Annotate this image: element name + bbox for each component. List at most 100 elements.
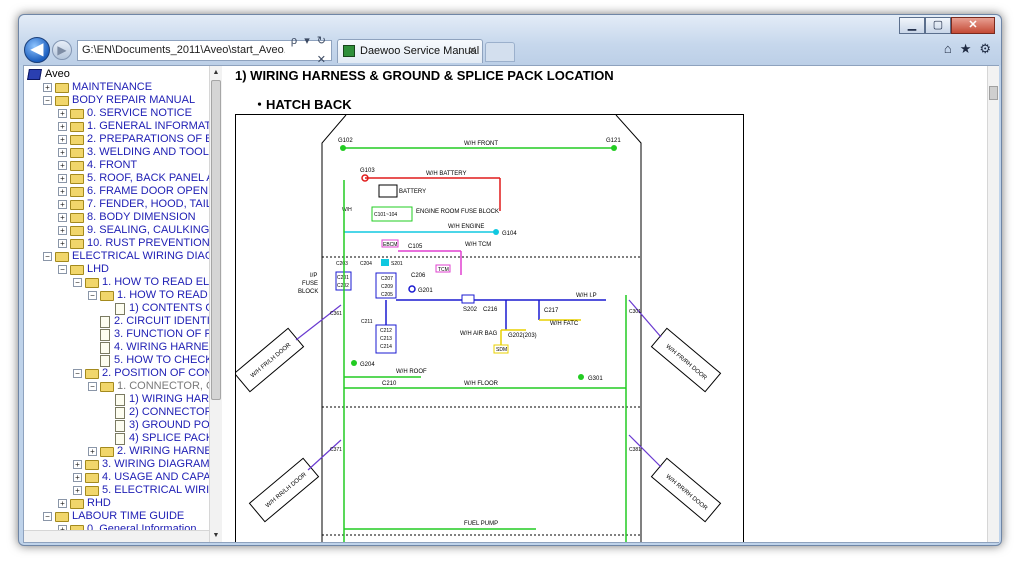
tree-item[interactable]: −1. HOW TO READ ELE(	[88, 289, 221, 302]
folder-icon	[70, 134, 84, 145]
tree-item[interactable]: +1. GENERAL INFORMATION	[58, 120, 221, 133]
connector-stack-lower	[375, 324, 397, 354]
collapse-icon[interactable]: −	[73, 369, 82, 378]
address-controls[interactable]: ρ ▾ ↻ ✕	[290, 34, 328, 66]
expand-icon[interactable]: +	[73, 473, 82, 482]
s202-splice	[461, 294, 475, 304]
collapse-icon[interactable]: −	[43, 96, 52, 105]
expand-icon[interactable]: +	[58, 226, 67, 235]
tree-item[interactable]: 2. CIRCUIT IDENTIFICA	[88, 315, 221, 328]
new-tab-button[interactable]	[485, 42, 515, 62]
label-c212: C212	[380, 328, 392, 334]
scroll-down-icon[interactable]: ▼	[212, 532, 220, 539]
label-c101: C101~104	[374, 212, 397, 218]
folder-icon	[100, 381, 114, 392]
tree-item[interactable]: − ELECTRICAL WIRING DIAGRAMS	[43, 250, 221, 263]
tree-item[interactable]: +5. ROOF, BACK PANEL AND I	[58, 172, 221, 185]
home-icon[interactable]: ⌂	[943, 41, 952, 56]
folder-icon	[85, 485, 99, 496]
expand-icon[interactable]: +	[58, 135, 67, 144]
scroll-up-icon[interactable]: ▲	[212, 69, 220, 76]
collapse-icon[interactable]: −	[43, 252, 52, 261]
tree-item[interactable]: +10. RUST PREVENTION	[58, 237, 210, 250]
tree-item[interactable]: 4. WIRING HARNESS (	[88, 341, 221, 354]
maximize-button[interactable]: ▢	[925, 17, 951, 34]
expand-icon[interactable]: +	[58, 239, 67, 248]
tools-gear-icon[interactable]: ⚙	[979, 41, 991, 56]
expand-icon[interactable]: +	[58, 161, 67, 170]
tree-item[interactable]: −2. POSITION OF CONNEC	[73, 367, 221, 380]
tree-item[interactable]: −LABOUR TIME GUIDE	[43, 510, 184, 523]
expand-icon[interactable]: +	[58, 122, 67, 131]
tree-item[interactable]: 2) CONNECTOR INI	[103, 406, 221, 419]
tree-item[interactable]: + RHD	[58, 497, 111, 510]
tree-item[interactable]: +8. BODY DIMENSION	[58, 211, 196, 224]
close-button[interactable]: ✕	[951, 17, 995, 34]
tree-item[interactable]: +3. WELDING AND TOOLS	[58, 146, 216, 159]
tab-daewoo-service-manual[interactable]: Daewoo Service Manual ✕	[337, 39, 483, 63]
tree-item-label: RHD	[87, 497, 111, 509]
tree-item[interactable]: +3. WIRING DIAGRAM FOR	[73, 458, 221, 471]
back-button[interactable]: ◀	[24, 37, 50, 63]
tree-item[interactable]: 1) CONTENTS OF E	[103, 302, 221, 315]
g103-ground	[361, 174, 369, 182]
fr-lh-link	[295, 304, 342, 341]
forward-button[interactable]: ▶	[52, 40, 72, 60]
folder-icon	[55, 95, 69, 106]
tree-horizontal-scrollbar[interactable]	[24, 530, 209, 542]
label-wh-front: W/H FRONT	[464, 141, 498, 147]
tree-item-label: 9. SEALING, CAULKING AND	[87, 224, 222, 236]
tree-item[interactable]: 3) GROUND POSITI	[103, 419, 221, 432]
title-bar: ▁ ▢ ✕ ◀ ▶ G:\EN\Documents_2011\Aveo\star…	[19, 15, 1001, 66]
address-bar[interactable]: G:\EN\Documents_2011\Aveo\start_Aveo.htm…	[77, 35, 332, 66]
tree-item[interactable]: +5. ELECTRICAL WIRING D	[73, 484, 221, 497]
tree-item[interactable]: −LHD	[58, 263, 109, 276]
tree-item[interactable]: +9. SEALING, CAULKING AND	[58, 224, 222, 237]
tree-item[interactable]: 5. HOW TO CHECK TE	[88, 354, 221, 367]
collapse-icon[interactable]: −	[58, 265, 67, 274]
tree-item[interactable]: +7. FENDER, HOOD, TAILGATI	[58, 198, 221, 211]
tree-item[interactable]: 3. FUNCTION OF POW	[88, 328, 221, 341]
expand-icon[interactable]: +	[58, 200, 67, 209]
tree-item[interactable]: 4) SPLICE PACK IN	[103, 432, 221, 445]
tree-item[interactable]: +4. FRONT	[58, 159, 137, 172]
label-c361: C361	[330, 311, 342, 317]
tree-item[interactable]: +2. PREPARATIONS OF BODY	[58, 133, 221, 146]
favorites-star-icon[interactable]: ★	[959, 41, 972, 56]
collapse-icon[interactable]: −	[88, 382, 97, 391]
tree-scrollbar[interactable]: ▲ ▼	[209, 66, 222, 542]
minimize-button[interactable]: ▁	[899, 17, 925, 34]
collapse-icon[interactable]: −	[73, 278, 82, 287]
tree-item[interactable]: +MAINTENANCE	[43, 81, 152, 94]
tree-item[interactable]: Aveo	[27, 68, 70, 81]
label-c206: C206	[411, 273, 426, 279]
tree-item[interactable]: −1. HOW TO READ ELECTR	[73, 276, 221, 289]
tree-item[interactable]: +6. FRAME DOOR OPENING, D	[58, 185, 221, 198]
navigation-tree: Aveo+MAINTENANCE−BODY REPAIR MANUAL+0. S…	[24, 66, 222, 542]
expand-icon[interactable]: +	[58, 499, 67, 508]
tree-scroll-thumb[interactable]	[211, 80, 221, 400]
tree-item[interactable]: −BODY REPAIR MANUAL	[43, 94, 195, 107]
expand-icon[interactable]: +	[58, 109, 67, 118]
expand-icon[interactable]: +	[58, 187, 67, 196]
forward-arrow-icon: ▶	[57, 43, 67, 57]
tree-item[interactable]: +4. USAGE AND CAPACITY	[73, 471, 221, 484]
tree-item[interactable]: +2. WIRING HARNESS,	[88, 445, 221, 458]
expand-icon[interactable]: +	[58, 213, 67, 222]
tree-item[interactable]: −1. CONNECTOR, GROU	[88, 380, 221, 393]
tree-item-label: ELECTRICAL WIRING DIAGRAMS	[72, 250, 221, 262]
tab-close-icon[interactable]: ✕	[467, 45, 477, 57]
tree-item[interactable]: 1) WIRING HARNES	[103, 393, 221, 406]
expand-icon[interactable]: +	[58, 174, 67, 183]
collapse-icon[interactable]: −	[43, 512, 52, 521]
document-scroll-thumb[interactable]	[989, 86, 998, 100]
address-text[interactable]: G:\EN\Documents_2011\Aveo\start_Aveo.htm…	[82, 44, 285, 56]
collapse-icon[interactable]: −	[88, 291, 97, 300]
document-scrollbar[interactable]	[987, 66, 999, 542]
tree-item[interactable]: +0. SERVICE NOTICE	[58, 107, 192, 120]
expand-icon[interactable]: +	[73, 460, 82, 469]
expand-icon[interactable]: +	[73, 486, 82, 495]
expand-icon[interactable]: +	[88, 447, 97, 456]
expand-icon[interactable]: +	[43, 83, 52, 92]
expand-icon[interactable]: +	[58, 148, 67, 157]
